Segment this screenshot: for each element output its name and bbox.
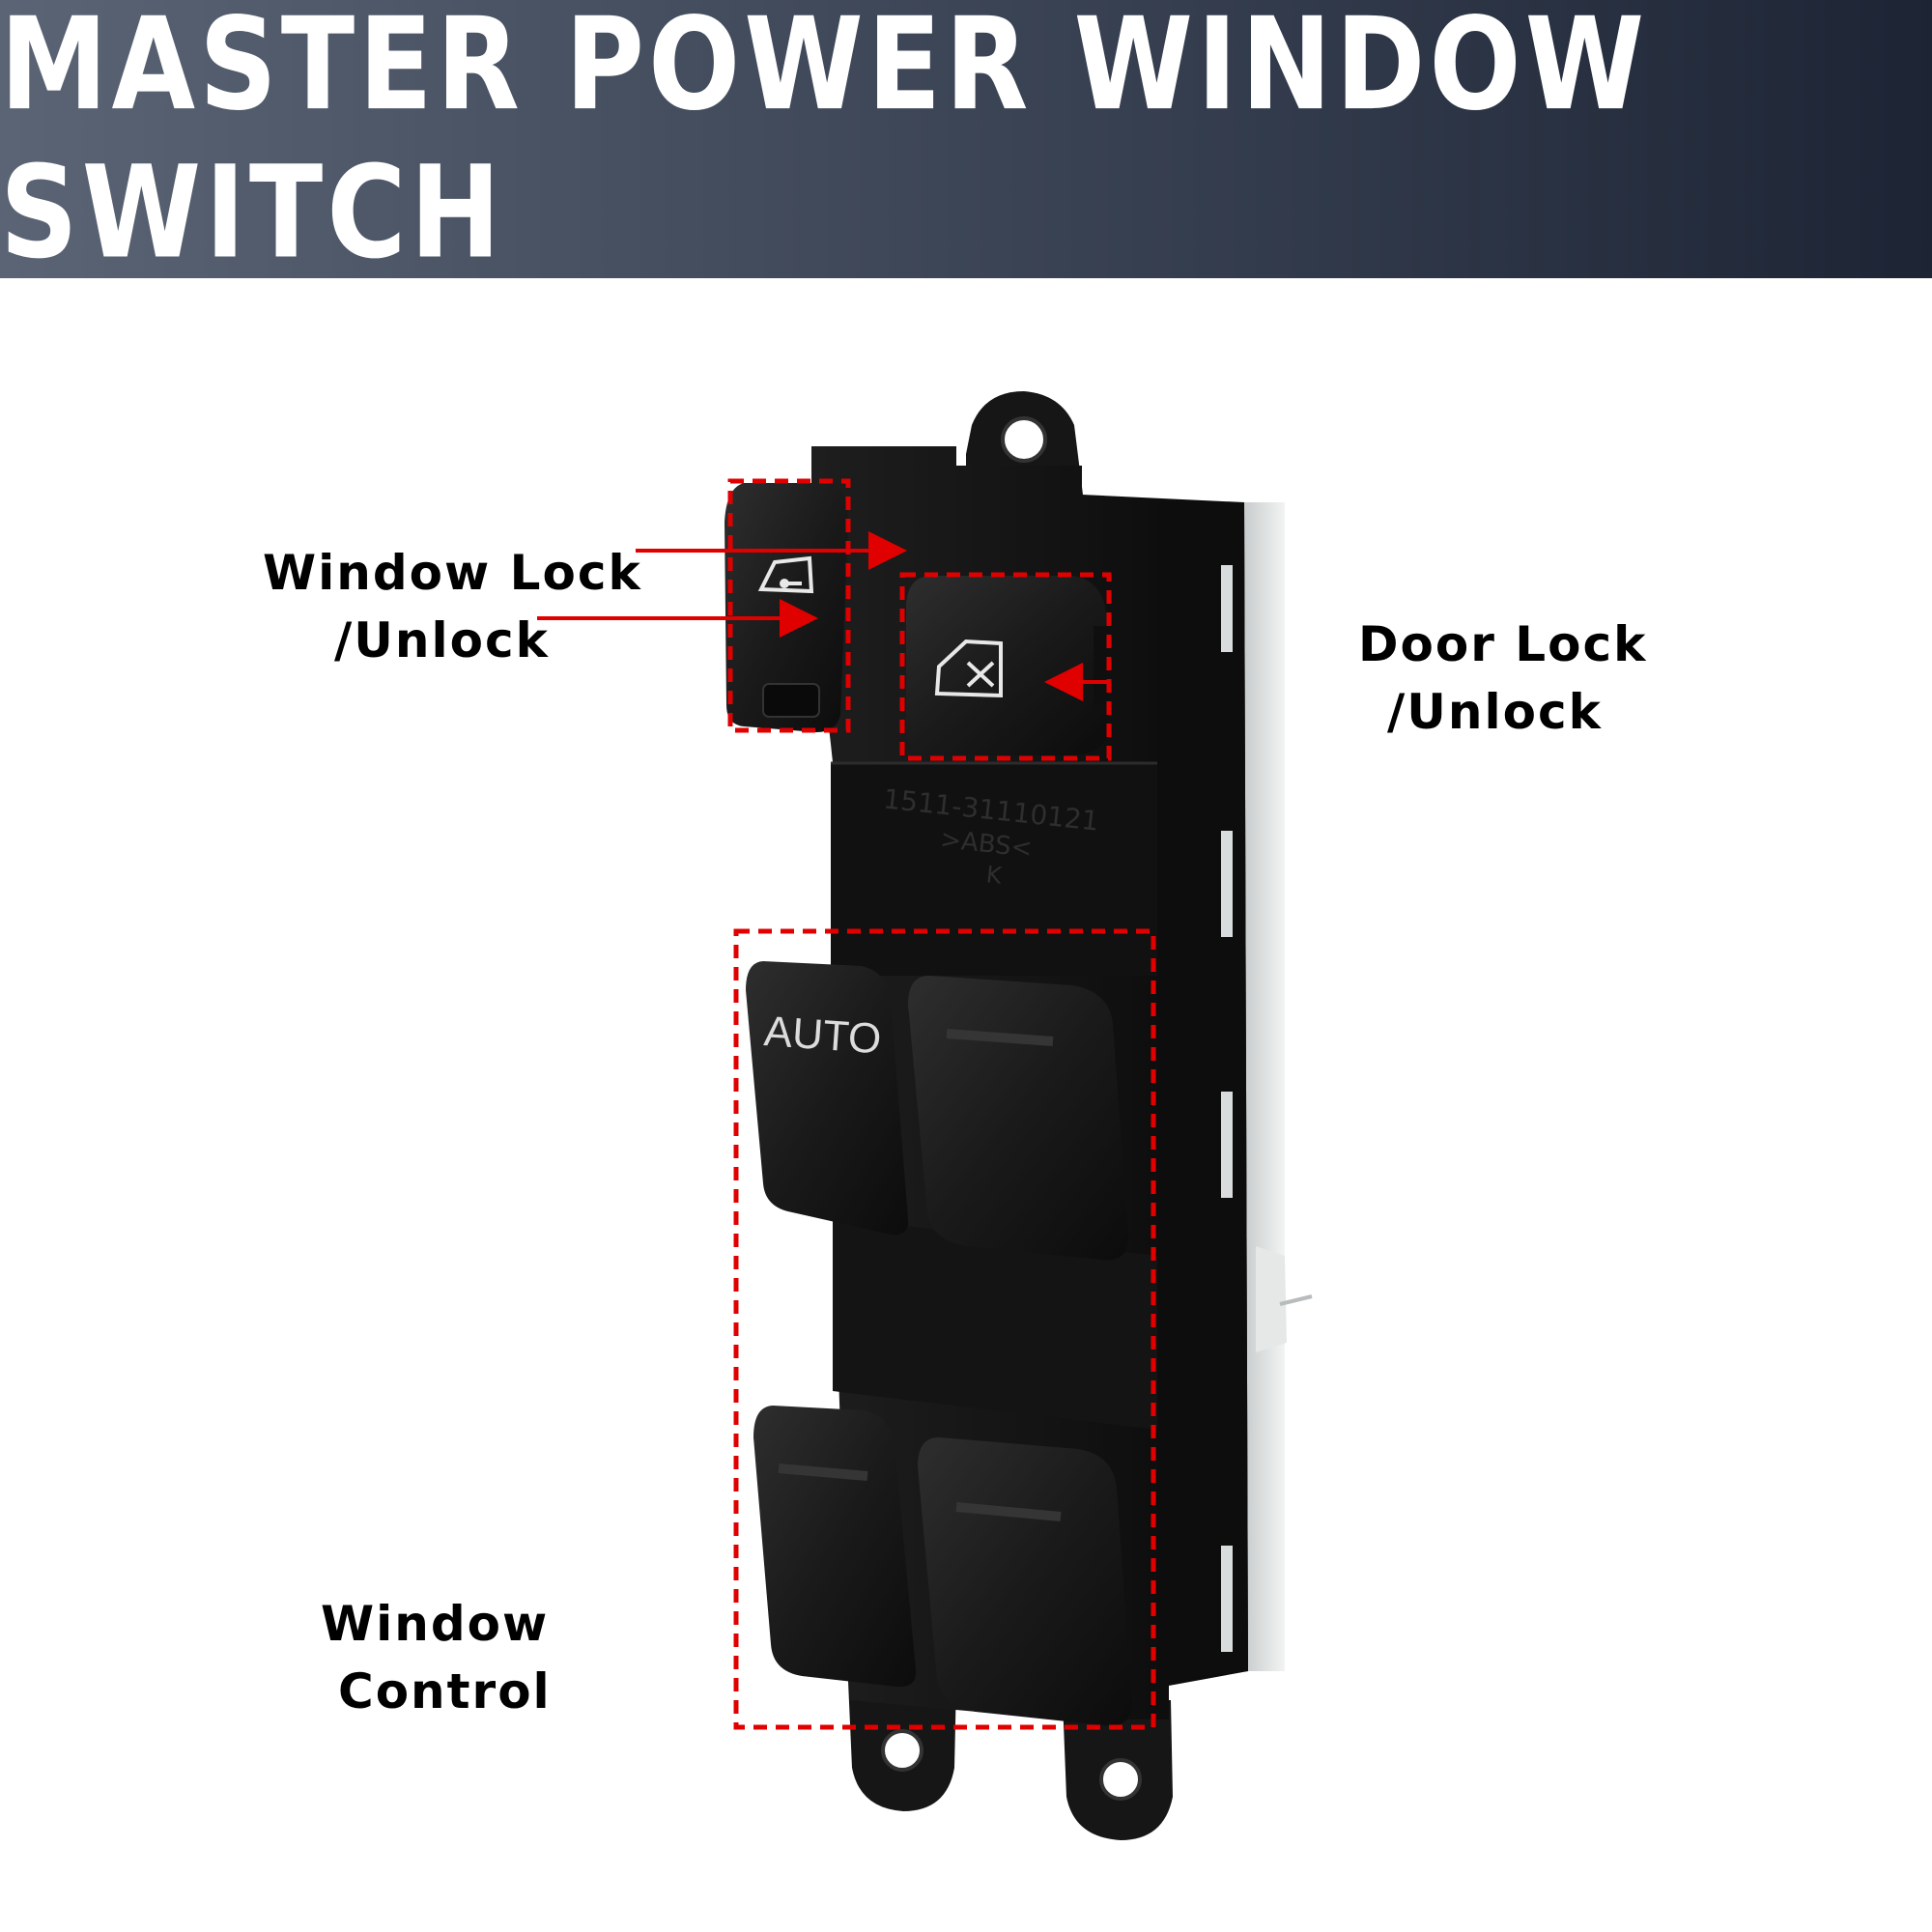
window-switch-front-right[interactable]: [908, 976, 1128, 1261]
door-lock-callout: Door Lock /Unlock: [1358, 611, 1647, 746]
auto-label: AUTO: [762, 1008, 883, 1063]
connector-pin: [1279, 1294, 1313, 1306]
window-lock-button[interactable]: [724, 483, 848, 732]
window-switch-rear-right[interactable]: [918, 1437, 1132, 1726]
car-door-lock-icon: [934, 639, 1003, 698]
page-title: MASTER POWER WINDOW SWITCH: [0, 0, 1649, 288]
window-lock-label-line1: Window Lock: [263, 545, 642, 601]
title-banner: MASTER POWER WINDOW SWITCH: [0, 0, 1932, 287]
door-lock-highlight-box: [899, 572, 1112, 761]
connector-tab: [1256, 1246, 1287, 1352]
maker-mark: K: [985, 861, 1005, 890]
door-lock-button[interactable]: [906, 576, 1109, 755]
window-control-callout: Window Control: [321, 1590, 552, 1725]
connector-side-strip: [1244, 502, 1285, 1671]
window-lock-highlight-box: [727, 478, 851, 733]
window-lock-label-line2: /Unlock: [334, 612, 550, 668]
window-control-highlight-box: [733, 928, 1156, 1730]
window-control-label-line2: Control: [338, 1663, 552, 1719]
window-switch-front-left[interactable]: AUTO: [746, 961, 909, 1236]
door-lock-label-line2: /Unlock: [1387, 684, 1603, 740]
window-lock-callout: Window Lock /Unlock: [263, 539, 642, 674]
bottom-left-mounting-ear: [848, 1681, 956, 1811]
window-control-label-line1: Window: [321, 1596, 550, 1652]
bottom-right-mounting-ear: [1063, 1700, 1173, 1840]
door-lock-label-line1: Door Lock: [1358, 616, 1648, 672]
window-switch-rear-left[interactable]: [753, 1406, 917, 1688]
car-window-lock-icon: [757, 555, 814, 594]
